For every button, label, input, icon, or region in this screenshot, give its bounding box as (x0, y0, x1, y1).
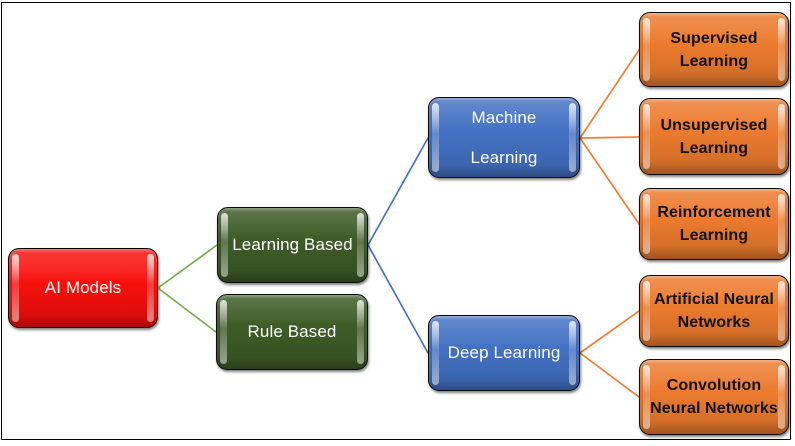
node-reinforcement-learning: Reinforcement Learning (639, 188, 789, 260)
edge-learning-based-to-machine-learning (367, 137, 429, 246)
edge-ai-models-to-learning-based (157, 244, 218, 289)
node-deep-learning: Deep Learning (428, 315, 580, 391)
node-ai-models: AI Models (8, 248, 158, 328)
node-rule-based: Rule Based (216, 294, 368, 370)
node-convolution-neural-networks: Convolution Neural Networks (639, 359, 789, 435)
node-machine-learning: Machine Learning (428, 97, 580, 178)
node-ai-models-label: AI Models (44, 278, 122, 297)
edge-machine-learning-to-supervised (579, 49, 640, 139)
node-reinforcement-learning-label: Reinforcement Learning (657, 204, 771, 244)
edge-machine-learning-to-reinforcement (579, 137, 640, 225)
edge-learning-based-to-deep-learning (367, 244, 429, 354)
node-unsupervised-learning-label: Unsupervised Learning (660, 116, 768, 157)
node-rule-based-label: Rule Based (247, 322, 337, 341)
node-supervised-learning: Supervised Learning (639, 12, 789, 87)
node-learning-based: Learning Based (217, 207, 368, 283)
node-convolution-neural-networks-label: Convolution Neural Networks (650, 377, 778, 417)
node-supervised-learning-label: Supervised Learning (670, 29, 758, 70)
node-learning-based-label: Learning Based (232, 235, 353, 254)
edge-ai-models-to-rule-based (157, 287, 217, 333)
node-artificial-neural-networks-label: Artificial Neural Networks (654, 291, 774, 331)
node-deep-learning-label: Deep Learning (447, 343, 561, 362)
edge-deep-learning-to-ann (579, 310, 640, 354)
edge-machine-learning-to-unsupervised (579, 136, 640, 139)
edge-deep-learning-to-cnn (579, 352, 640, 398)
node-unsupervised-learning: Unsupervised Learning (639, 98, 789, 175)
node-artificial-neural-networks: Artificial Neural Networks (639, 275, 789, 347)
node-machine-learning-label: Machine Learning (470, 107, 538, 167)
